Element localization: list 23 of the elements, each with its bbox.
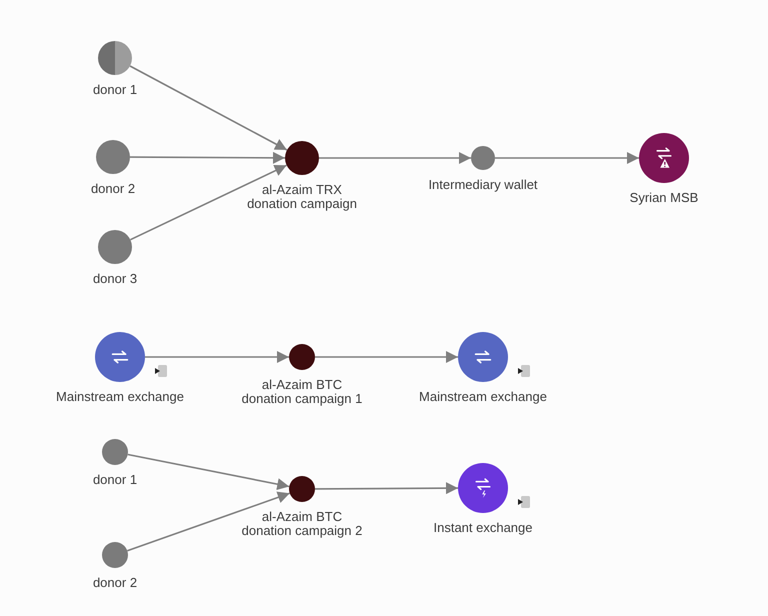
node-label: al-Azaim BTC donation campaign 2: [240, 510, 364, 538]
node-label: donor 2: [92, 576, 138, 590]
arrow: [319, 152, 471, 164]
arrow: [315, 482, 458, 494]
node-label: al-Azaim TRX donation campaign: [246, 183, 358, 211]
arrow: [495, 152, 639, 164]
arrow: [315, 351, 458, 363]
node-label: donor 2: [90, 182, 136, 196]
arrow: [130, 164, 287, 240]
arrow: [145, 351, 289, 363]
arrow: [128, 454, 290, 490]
node-label: al-Azaim BTC donation campaign 1: [240, 378, 364, 406]
node-label: donor 3: [92, 272, 138, 286]
node-label: Mainstream exchange: [56, 390, 184, 404]
node-label: Intermediary wallet: [428, 178, 538, 192]
arrow: [130, 65, 288, 151]
node-label: Mainstream exchange: [419, 390, 547, 404]
node-label: Instant exchange: [433, 521, 533, 535]
node-label: donor 1: [92, 83, 138, 97]
node-label: Syrian MSB: [630, 191, 698, 205]
arrow: [130, 152, 285, 164]
node-label: donor 1: [92, 473, 138, 487]
arrow: [127, 492, 290, 552]
